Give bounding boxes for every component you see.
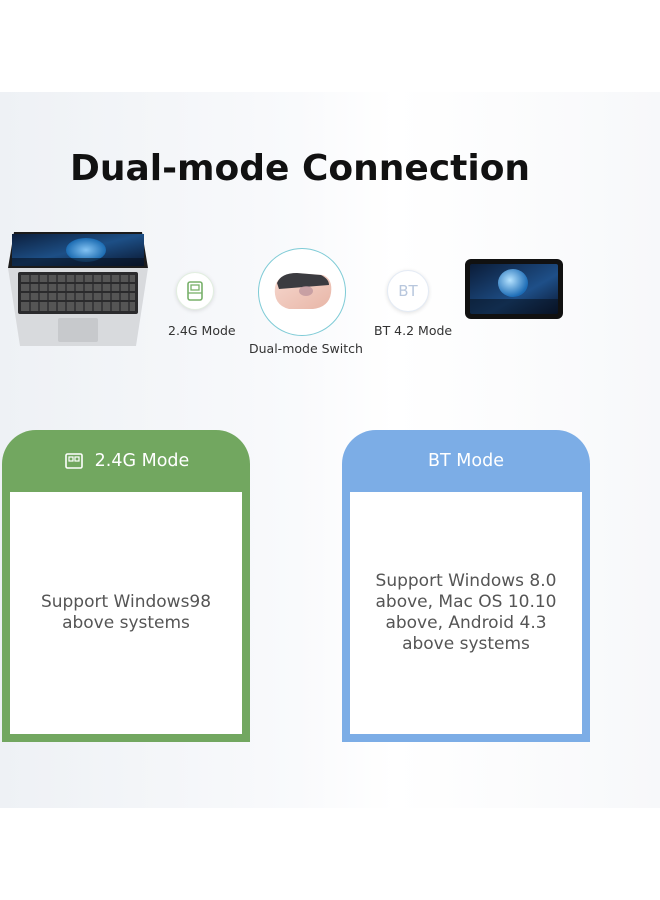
card-bt-header: BT Mode	[342, 430, 590, 492]
card-24g-mode: 2.4G Mode Support Windows98 above system…	[2, 430, 250, 742]
bluetooth-icon: BT	[398, 282, 418, 300]
laptop-icon	[8, 232, 148, 346]
switch-label: Dual-mode Switch	[249, 341, 363, 356]
tablet-icon	[465, 259, 563, 319]
bluetooth-circle: BT	[387, 270, 429, 312]
page-title: Dual-mode Connection	[69, 148, 531, 189]
mouse-circle	[258, 248, 346, 336]
card-bt-body: Support Windows 8.0 above, Mac OS 10.10 …	[350, 492, 582, 734]
usb-receiver-icon	[187, 281, 203, 301]
card-bt-mode: BT Mode Support Windows 8.0 above, Mac O…	[342, 430, 590, 742]
card-24g-title: 2.4G Mode	[94, 451, 190, 471]
card-24g-body: Support Windows98 above systems	[10, 492, 242, 734]
usb-receiver-icon	[64, 453, 83, 469]
mode-24g-label: 2.4G Mode	[168, 323, 236, 338]
bt-mode-label: BT 4.2 Mode	[374, 323, 453, 338]
card-24g-header: 2.4G Mode	[2, 430, 250, 492]
card-bt-text: Support Windows 8.0 above, Mac OS 10.10 …	[375, 571, 557, 654]
card-24g-text: Support Windows98 above systems	[40, 592, 212, 633]
card-bt-title: BT Mode	[428, 451, 504, 471]
mouse-icon	[274, 273, 332, 309]
receiver-circle	[176, 272, 214, 310]
